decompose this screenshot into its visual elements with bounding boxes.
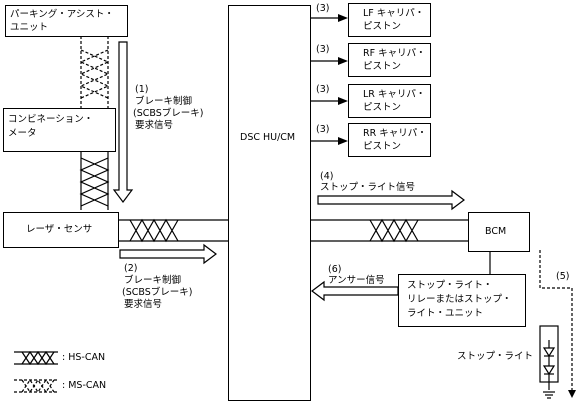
parking-assist-unit-label-2: ユニット	[10, 22, 49, 33]
signal-3-number-lr: (3)	[316, 84, 330, 95]
signal-1-arrow	[112, 41, 134, 203]
stop-light-relay-label-2: リレーまたはストップ・	[407, 294, 512, 305]
signal-6-arrow	[311, 280, 399, 302]
stop-light-relay-label-1: ストップ・ライト・	[407, 280, 493, 291]
combination-meter-label-2: メータ	[8, 128, 37, 139]
stop-light-icon	[539, 325, 559, 399]
laser-sensor-label: レーザ・センサ	[26, 224, 93, 235]
ms-can-link-parking-combination	[79, 36, 110, 108]
lf-caliper-label-1: LF キャリパ・	[363, 8, 425, 19]
signal-4-number: (4)	[320, 171, 334, 182]
signal-6-number: (6)	[328, 264, 342, 275]
laser-sensor-box: レーザ・センサ	[3, 212, 119, 248]
dsc-hu-cm-box: DSC HU/CM	[228, 5, 311, 401]
legend-hs-can-symbol	[14, 350, 58, 366]
signal-1-label-1: ブレーキ制御	[135, 96, 193, 107]
signal-3-number-lf: (3)	[316, 3, 330, 14]
combination-meter-label-1: コンビネーション・	[8, 114, 94, 125]
signal-3-number-rr: (3)	[316, 124, 330, 135]
signal-2-label-2: (SCBSブレーキ)	[122, 287, 193, 298]
bcm-label: BCM	[485, 226, 507, 237]
signal-5-number: (5)	[556, 271, 570, 282]
stop-light-label: ストップ・ライト	[457, 351, 534, 362]
lr-caliper-label-1: LR キャリパ・	[363, 89, 426, 100]
signal-2-label-1: ブレーキ制御	[124, 275, 182, 286]
lf-caliper-label-2: ピストン	[363, 21, 402, 32]
parking-assist-unit-box: パーキング・アシスト・ ユニット	[5, 5, 128, 37]
rr-caliper-box: RR キャリパ・ ピストン	[348, 123, 431, 157]
rr-caliper-label-1: RR キャリパ・	[363, 128, 427, 139]
rf-caliper-label-1: RF キャリパ・	[363, 48, 426, 59]
signal-2-arrow	[119, 243, 217, 265]
combination-meter-box: コンビネーション・ メータ	[3, 108, 116, 152]
legend-ms-can-symbol	[14, 378, 58, 394]
parking-assist-unit-label-1: パーキング・アシスト・	[10, 9, 114, 20]
lr-caliper-label-2: ピストン	[363, 102, 402, 113]
legend-hs-can-label: : HS-CAN	[62, 352, 106, 363]
hs-can-link-dsc-bcm	[310, 218, 468, 243]
bcm-box: BCM	[468, 212, 530, 252]
signal-1-label-2: (SCBSブレーキ)	[133, 108, 204, 119]
stop-light-relay-label-3: ライト・ユニット	[407, 308, 484, 319]
signal-1-label-3: 要求信号	[135, 120, 174, 131]
signal-6-label: アンサー信号	[328, 275, 385, 286]
signal-3-arrows	[310, 17, 340, 142]
lr-caliper-box: LR キャリパ・ ピストン	[348, 84, 431, 118]
signal-3-number-rf: (3)	[316, 44, 330, 55]
rf-caliper-box: RF キャリパ・ ピストン	[348, 43, 431, 77]
signal-4-label: ストップ・ライト信号	[320, 182, 416, 193]
signal-2-label-3: 要求信号	[124, 299, 163, 310]
dsc-hu-cm-label: DSC HU/CM	[240, 132, 296, 143]
hs-can-link-laser-dsc	[118, 218, 228, 243]
stop-light-relay-box: ストップ・ライト・ リレーまたはストップ・ ライト・ユニット	[398, 274, 526, 327]
rf-caliper-label-2: ピストン	[363, 61, 402, 72]
lf-caliper-box: LF キャリパ・ ピストン	[348, 3, 431, 37]
signal-4-arrow	[317, 189, 465, 211]
legend-ms-can-label: : MS-CAN	[62, 380, 107, 391]
rr-caliper-label-2: ピストン	[363, 141, 402, 152]
hs-can-link-combination-laser	[79, 150, 110, 210]
signal-1-number: (1)	[135, 84, 149, 95]
signal-2-number: (2)	[124, 263, 138, 274]
signal-5-arrow	[539, 250, 576, 398]
